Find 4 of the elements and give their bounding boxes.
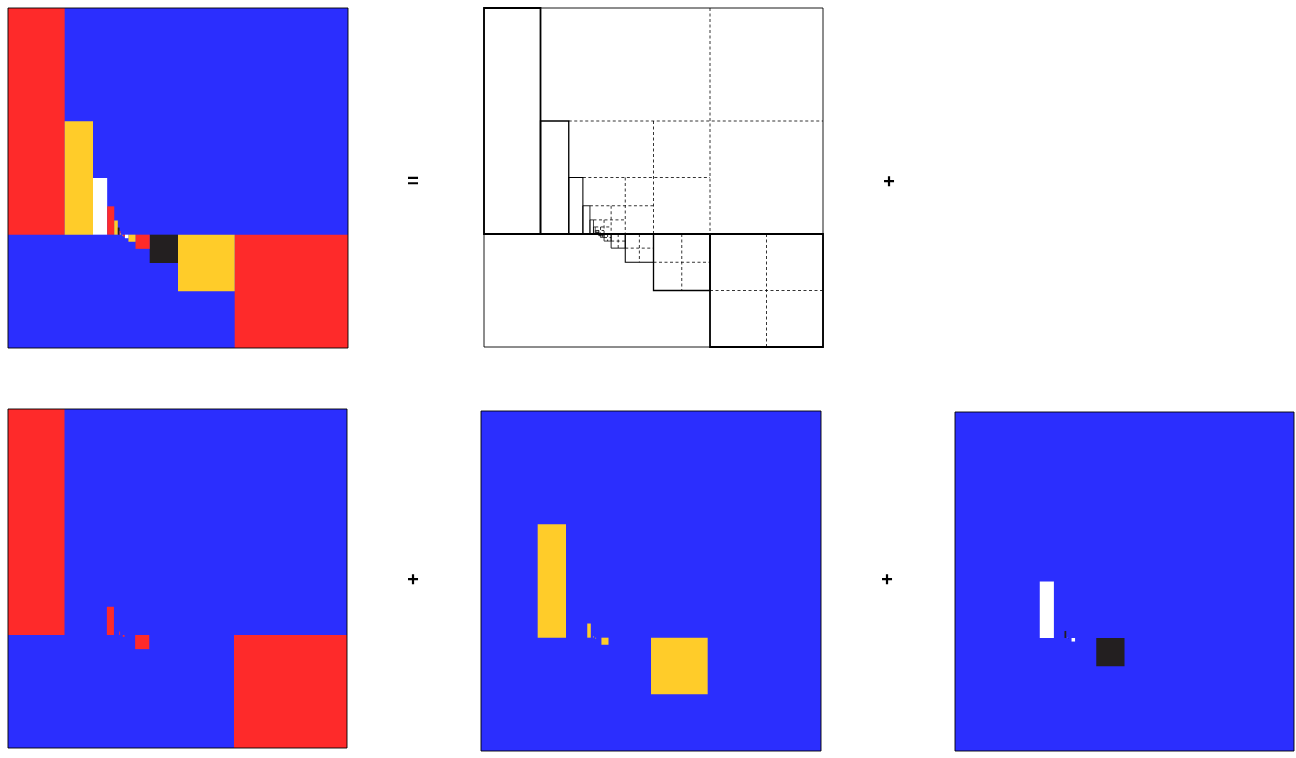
operator-sign: + [882,574,893,585]
operator-sign: + [884,176,895,187]
operator-sign: = [408,176,418,185]
operator-sign: + [408,574,419,585]
